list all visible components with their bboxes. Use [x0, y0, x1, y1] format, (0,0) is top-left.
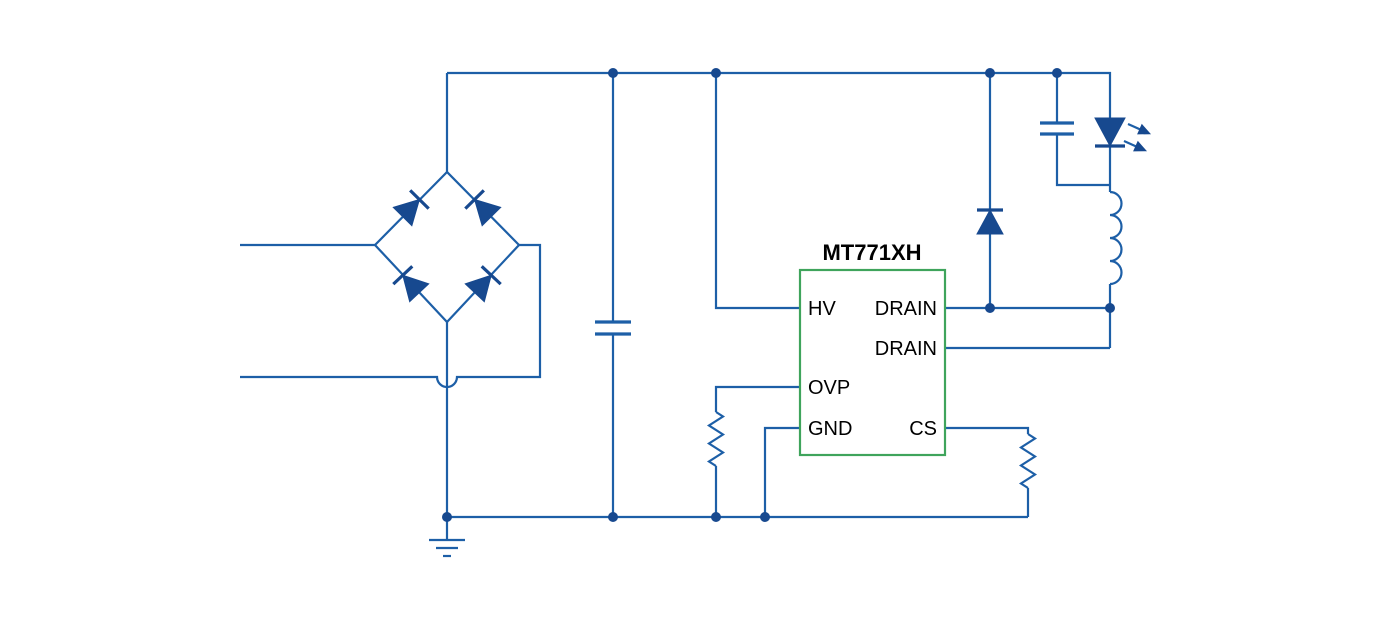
ovp-resistor-icon [706, 411, 726, 467]
led-light-arrow-2-icon [1120, 135, 1150, 157]
wire-cs-pin [945, 426, 1030, 434]
wire-ac-line-2 [240, 243, 542, 389]
pin-label-hv: HV [808, 298, 836, 320]
pin-label-cs: CS [909, 418, 937, 440]
wire-top-rail [447, 71, 1112, 118]
wire-ovp-pin [714, 385, 800, 412]
junction-dot [608, 68, 618, 78]
inductor-icon [1109, 190, 1123, 286]
freewheel-diode-icon [975, 208, 1005, 236]
junction-dot [608, 512, 618, 522]
junction-dot [442, 512, 452, 522]
ic-title: MT771XH [822, 240, 921, 265]
led-light-arrow-1-icon [1124, 118, 1154, 140]
ic-mt771xh: MT771XH HV OVP GND DRAIN DRAIN CS [798, 240, 947, 457]
junction-dot [1052, 68, 1062, 78]
led-triangle-icon [1094, 117, 1126, 148]
wires [240, 71, 1112, 519]
wire-gnd-pin [763, 426, 800, 517]
led [1094, 117, 1154, 157]
ic-body [798, 268, 947, 457]
junction-dot [711, 68, 721, 78]
output-capacitor [1040, 121, 1074, 136]
junction-dot [760, 512, 770, 522]
pin-label-drain-2: DRAIN [875, 338, 937, 360]
pin-label-gnd: GND [808, 418, 852, 440]
junction-dot [711, 512, 721, 522]
junction-dot [1105, 303, 1115, 313]
cs-resistor-icon [1018, 433, 1038, 489]
wire-output-cap [1055, 73, 1110, 187]
ground-symbol [429, 517, 465, 558]
bulk-capacitor [595, 320, 631, 336]
junction-dot [985, 303, 995, 313]
junction-dot [985, 68, 995, 78]
pin-label-drain-1: DRAIN [875, 298, 937, 320]
pin-label-ovp: OVP [808, 377, 850, 399]
bridge-diamond [373, 170, 521, 324]
wire-hv-pin [714, 73, 800, 310]
junction-dots [442, 68, 1115, 522]
bridge-rectifier [373, 170, 521, 324]
